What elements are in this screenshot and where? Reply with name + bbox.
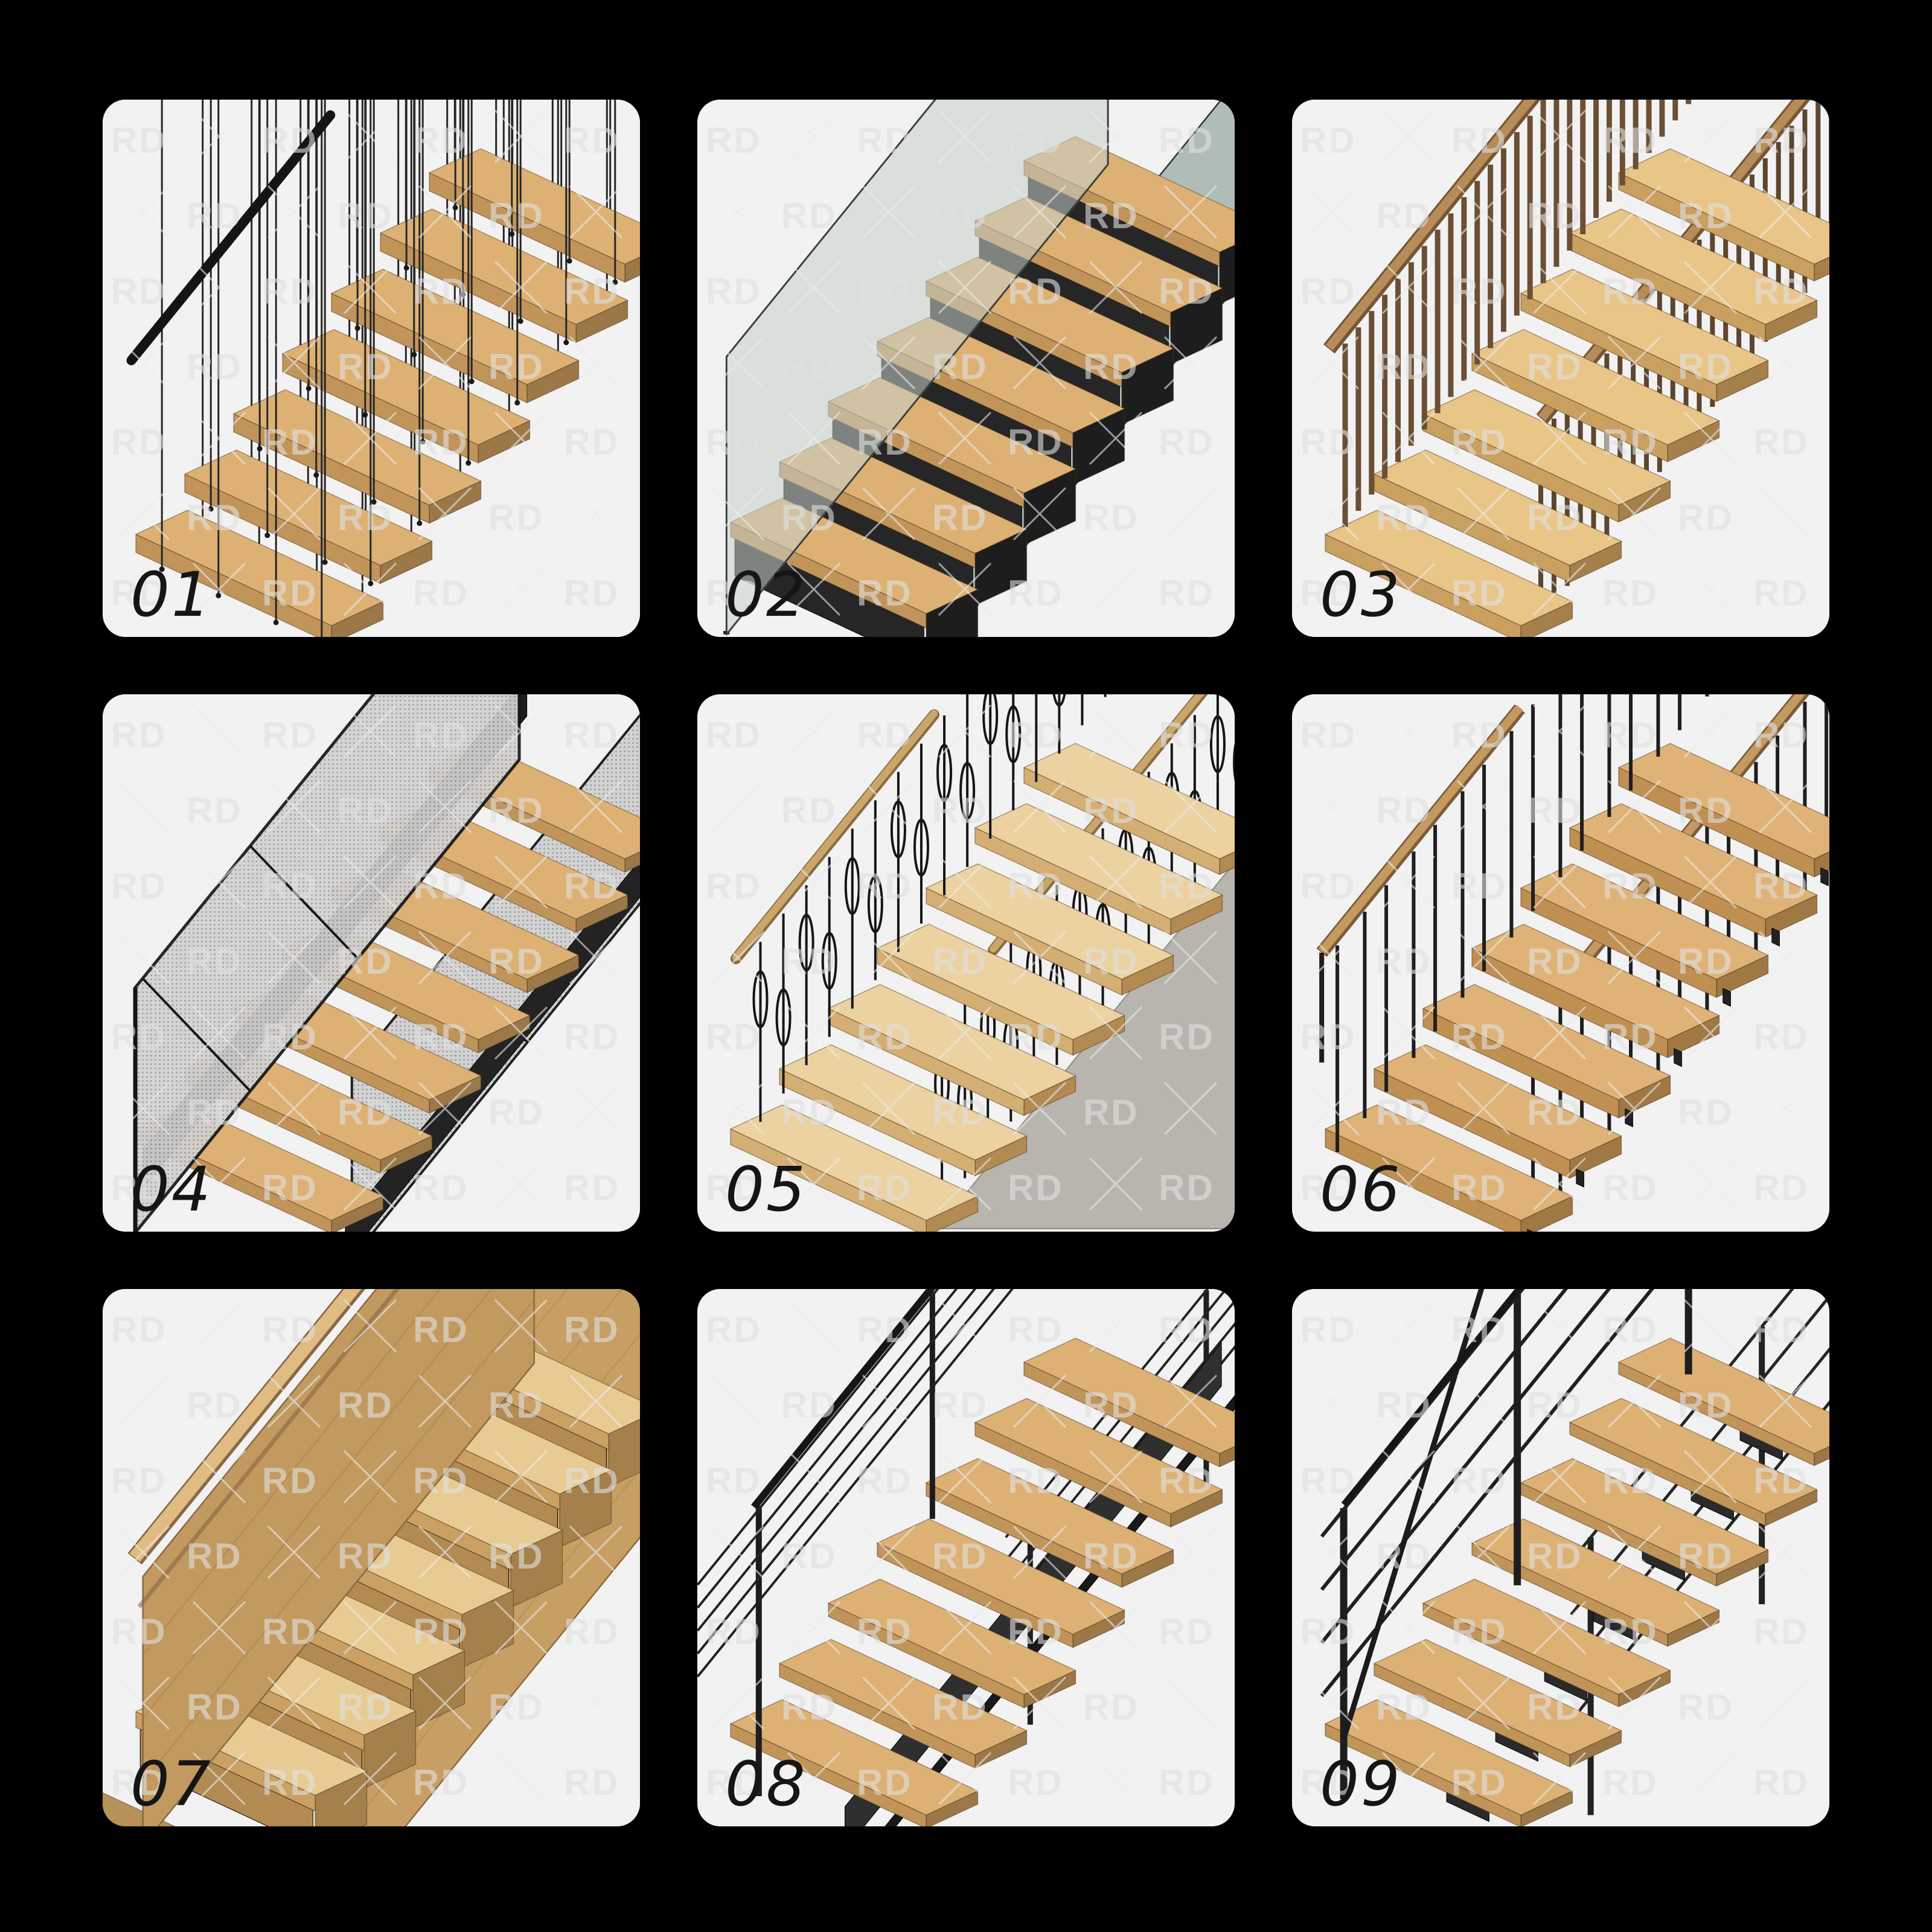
- stair-render-02: [697, 100, 1235, 637]
- stair-render-05: [697, 694, 1235, 1232]
- stair-card-07: 07: [103, 1289, 640, 1826]
- card-number: 04: [130, 1154, 213, 1226]
- card-number: 02: [725, 559, 807, 631]
- card-number: 03: [1320, 559, 1402, 631]
- stair-card-04: 04: [103, 694, 640, 1232]
- stair-card-08: 08: [697, 1289, 1235, 1826]
- stair-render-01: [103, 100, 640, 637]
- stair-render-06: [1292, 694, 1829, 1232]
- stair-render-07: [103, 1289, 640, 1826]
- card-number: 01: [130, 559, 213, 631]
- stair-card-05: 05: [697, 694, 1235, 1232]
- card-number: 08: [725, 1748, 807, 1820]
- stair-render-08: [697, 1289, 1235, 1826]
- card-number: 05: [725, 1154, 807, 1226]
- stair-card-01: 01: [103, 100, 640, 637]
- stair-render-03: [1292, 100, 1829, 637]
- card-number: 09: [1320, 1748, 1402, 1820]
- stair-card-09: 09: [1292, 1289, 1829, 1826]
- card-number: 07: [130, 1748, 213, 1820]
- stair-card-06: 06: [1292, 694, 1829, 1232]
- stair-card-03: 03: [1292, 100, 1829, 637]
- stair-render-04: [103, 694, 640, 1232]
- stair-render-09: [1292, 1289, 1829, 1826]
- card-number: 06: [1320, 1154, 1402, 1226]
- stair-card-02: 02: [697, 100, 1235, 637]
- stair-catalog-grid: 01 02 03 04 05 06 07 08 09: [103, 100, 1829, 1826]
